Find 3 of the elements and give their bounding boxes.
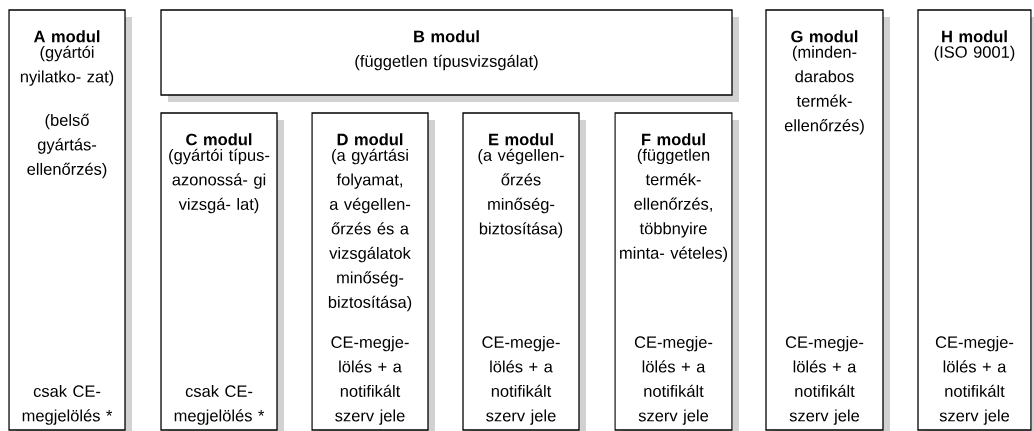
module-title: H modul	[942, 30, 1007, 43]
marking-text: CE-megje- lölés + a notifikált szerv jele	[935, 335, 1014, 425]
module-description: (ISO 9001)	[934, 45, 1015, 62]
